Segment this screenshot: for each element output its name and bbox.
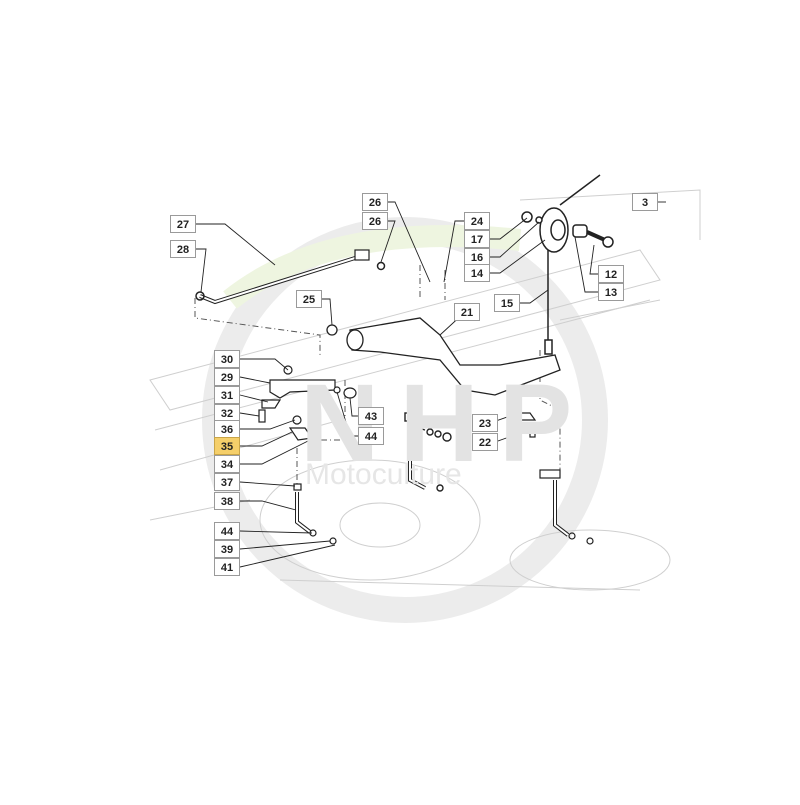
part-callout-32[interactable]: 32	[214, 404, 240, 422]
part-callout-26[interactable]: 26	[362, 193, 388, 211]
lift-rod	[195, 249, 386, 305]
part-callout-34[interactable]: 34	[214, 455, 240, 473]
part-callout-21[interactable]: 21	[454, 303, 480, 321]
pulley	[521, 174, 614, 355]
part-callout-27[interactable]: 27	[170, 215, 196, 233]
part-callout-43[interactable]: 43	[358, 407, 384, 425]
bracket-assembly	[258, 365, 357, 441]
frame-outline	[149, 189, 701, 591]
part-callout-30[interactable]: 30	[214, 350, 240, 368]
right-drop-rod	[539, 469, 594, 545]
part-callout-37[interactable]: 37	[214, 473, 240, 491]
part-callout-23[interactable]: 23	[472, 414, 498, 432]
part-callout-22[interactable]: 22	[472, 433, 498, 451]
part-callout-14[interactable]: 14	[464, 264, 490, 282]
part-callout-29[interactable]: 29	[214, 368, 240, 386]
part-callout-15[interactable]: 15	[494, 294, 520, 312]
part-callout-41[interactable]: 41	[214, 558, 240, 576]
part-callout-39[interactable]: 39	[214, 540, 240, 558]
center-drop-rod	[404, 412, 452, 492]
part-callout-26[interactable]: 26	[362, 212, 388, 230]
part-callout-25[interactable]: 25	[296, 290, 322, 308]
left-drop-rod	[293, 483, 337, 545]
part-callout-24[interactable]: 24	[464, 212, 490, 230]
part-callout-12[interactable]: 12	[598, 265, 624, 283]
part-callout-31[interactable]: 31	[214, 386, 240, 404]
leader-lines	[196, 201, 666, 568]
part-callout-38[interactable]: 38	[214, 492, 240, 510]
part-callout-3[interactable]: 3	[632, 193, 658, 211]
part-callout-44[interactable]: 44	[214, 522, 240, 540]
part-callout-13[interactable]: 13	[598, 283, 624, 301]
part-callout-17[interactable]: 17	[464, 230, 490, 248]
part-callout-35[interactable]: 35	[214, 437, 240, 455]
lift-arm	[326, 317, 561, 396]
part-callout-44[interactable]: 44	[358, 427, 384, 445]
part-callout-28[interactable]: 28	[170, 240, 196, 258]
clip-and-screws	[509, 412, 537, 439]
part-callout-36[interactable]: 36	[214, 420, 240, 438]
